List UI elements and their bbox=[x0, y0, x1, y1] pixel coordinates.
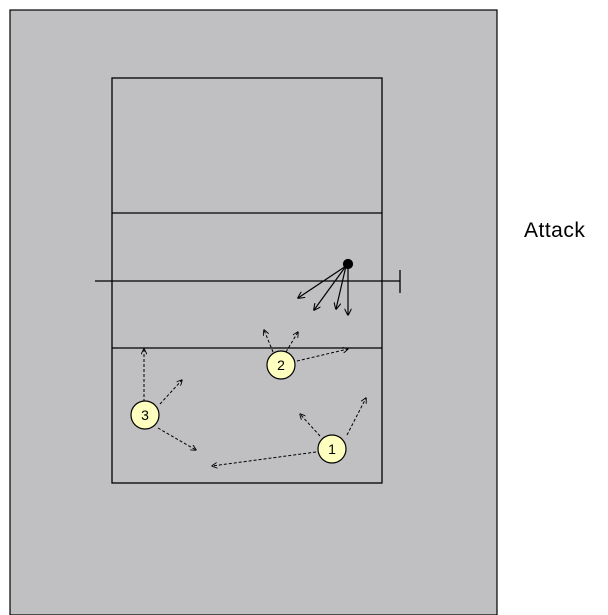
p1-move-upright bbox=[346, 398, 366, 436]
p3-move-down bbox=[157, 427, 196, 450]
attack-arrow-3 bbox=[336, 265, 347, 309]
player-2: 2 bbox=[266, 350, 296, 380]
phase-label: Attack bbox=[524, 219, 586, 242]
p2-move-up bbox=[285, 332, 298, 353]
player-1-number: 1 bbox=[328, 441, 336, 457]
player-1: 1 bbox=[317, 434, 347, 464]
ball-attack bbox=[298, 258, 354, 316]
p2-move-left bbox=[264, 330, 274, 353]
p2-move-right bbox=[296, 349, 348, 362]
player-2-number: 2 bbox=[277, 357, 285, 373]
movement-arrows bbox=[144, 330, 366, 466]
p1-move-left bbox=[212, 451, 317, 466]
p3-move-upright bbox=[159, 380, 182, 405]
volleyball-court bbox=[95, 77, 401, 484]
attack-arrow-1 bbox=[298, 265, 347, 298]
diagram-panel bbox=[9, 9, 498, 615]
player-3-number: 3 bbox=[141, 407, 149, 423]
player-3: 3 bbox=[130, 400, 160, 430]
attack-arrow-2 bbox=[314, 265, 347, 310]
